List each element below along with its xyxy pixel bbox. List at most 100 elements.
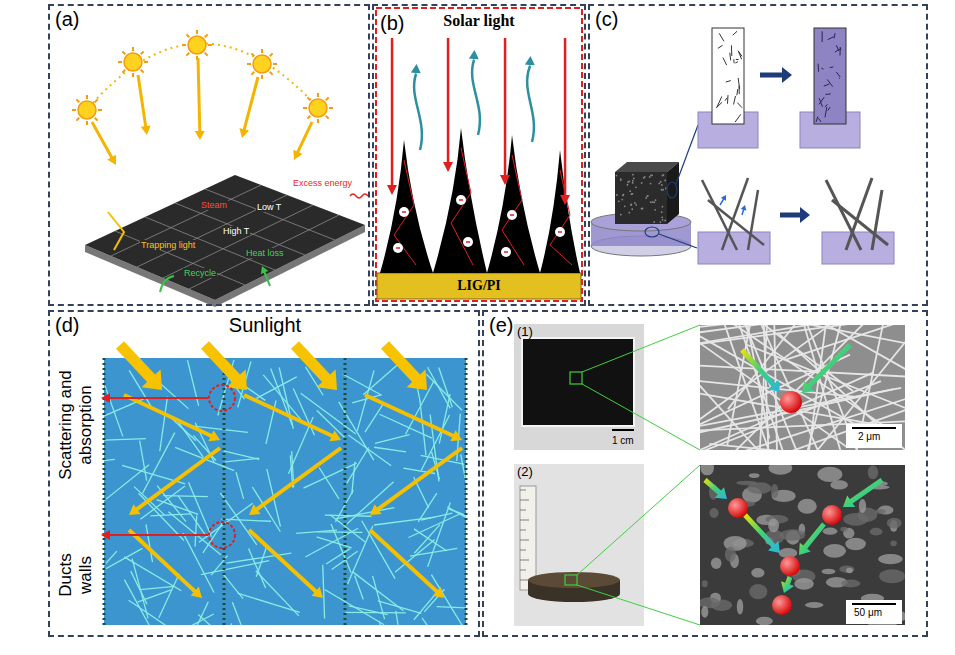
crack-line [828, 37, 834, 40]
sem-grain [751, 568, 764, 578]
cube-speckle [661, 184, 663, 186]
sem-grain [794, 578, 814, 590]
pore-dot [456, 195, 466, 205]
sem-grain [756, 617, 773, 625]
zoom-line [676, 125, 698, 184]
lig-pi-substrate [377, 273, 581, 299]
mesh-fiber [357, 370, 374, 431]
fiber [748, 190, 758, 250]
sem-image [700, 465, 905, 625]
sem-fiber [727, 325, 825, 450]
mesh-fiber [146, 524, 153, 562]
crack-line [816, 117, 818, 122]
scale-patch [846, 600, 902, 624]
sunlight-arrow [293, 121, 313, 160]
mesh-fiber [326, 549, 350, 564]
cube-speckle [650, 183, 652, 185]
sun-icon [118, 47, 148, 77]
crack-line [723, 58, 727, 66]
liquid-base [822, 232, 894, 264]
mesh-fiber [439, 367, 453, 407]
cube-speckle [653, 201, 655, 203]
pore-mark [510, 214, 514, 216]
sun-disc [78, 101, 96, 119]
mesh-fiber [352, 462, 355, 494]
sem-grain [821, 569, 835, 575]
crack-line [736, 59, 739, 60]
sun-ray [86, 121, 88, 125]
mesh-fiber [256, 377, 296, 399]
annotation: Heat loss [245, 248, 285, 258]
mesh-fiber [104, 459, 115, 465]
cube-speckle [618, 200, 620, 202]
cube-speckle [650, 175, 652, 177]
mesh-fiber [104, 551, 117, 583]
sem-grain [798, 499, 817, 514]
highlight-circle [209, 522, 235, 548]
cube-speckle [644, 176, 646, 178]
light-ray [703, 478, 727, 499]
crack-line [830, 66, 834, 68]
sun-ray [95, 118, 98, 121]
mesh-fiber [426, 374, 461, 410]
sun-ray [303, 107, 307, 109]
sun-icon [247, 49, 277, 79]
photo-background [514, 464, 644, 626]
cube-speckle [616, 194, 618, 196]
absorber-sheet [85, 175, 365, 300]
sunlight-arrow [116, 341, 162, 390]
scale-bar [852, 427, 896, 429]
sun-ray [118, 61, 122, 63]
sem-fibers [700, 325, 905, 450]
scale-bar [612, 429, 634, 431]
panel-d-art [51, 341, 505, 655]
sem-grain [839, 565, 854, 572]
pore-dot [501, 247, 511, 257]
mesh-fiber [422, 618, 444, 625]
mesh-fiber [346, 448, 369, 485]
crack-line [734, 96, 736, 104]
cube-speckle [620, 178, 622, 180]
light-ray [743, 513, 780, 553]
zoom-line [659, 234, 697, 248]
sheet-grid [137, 195, 287, 267]
sun-icon [303, 93, 333, 123]
sun-ray [307, 97, 310, 100]
mesh-fiber [104, 548, 142, 580]
scattered-ray [243, 393, 341, 441]
sun-ray [205, 34, 208, 37]
scale-label: 1 cm [612, 435, 634, 447]
cube-speckle [627, 184, 629, 186]
light-ray [799, 522, 826, 555]
sun-ray [317, 93, 319, 97]
ruler-tick [520, 500, 529, 501]
mesh-fiber [414, 529, 447, 551]
mesh-fiber [129, 600, 178, 625]
cube-speckle [635, 186, 637, 188]
scatter-sphere [728, 498, 748, 518]
light-label: Solar light [443, 12, 514, 30]
cube-speckle [653, 221, 655, 223]
mesh-fiber [249, 548, 266, 588]
graphene-cone [433, 128, 487, 273]
sem-grain [747, 482, 771, 494]
cube-speckle [646, 195, 648, 197]
solar-arrow [500, 38, 510, 185]
mesh-fiber [187, 360, 198, 406]
fiber [702, 180, 737, 250]
mesh-fiber [195, 516, 197, 547]
crack-line [824, 84, 830, 86]
sem-grain [711, 558, 722, 570]
crack-line [818, 118, 821, 122]
scattered-ray [364, 393, 462, 441]
sunlight-arrow [91, 121, 116, 165]
sem-grain [845, 538, 866, 550]
crack-line [727, 95, 729, 104]
heat-loss-arrow [261, 266, 271, 286]
mesh-fiber [447, 507, 466, 540]
pore-dot [463, 237, 473, 247]
crack-line [835, 49, 840, 52]
sem-grain [878, 554, 902, 564]
cube-speckle [641, 208, 643, 210]
sheet-grid [115, 231, 245, 285]
